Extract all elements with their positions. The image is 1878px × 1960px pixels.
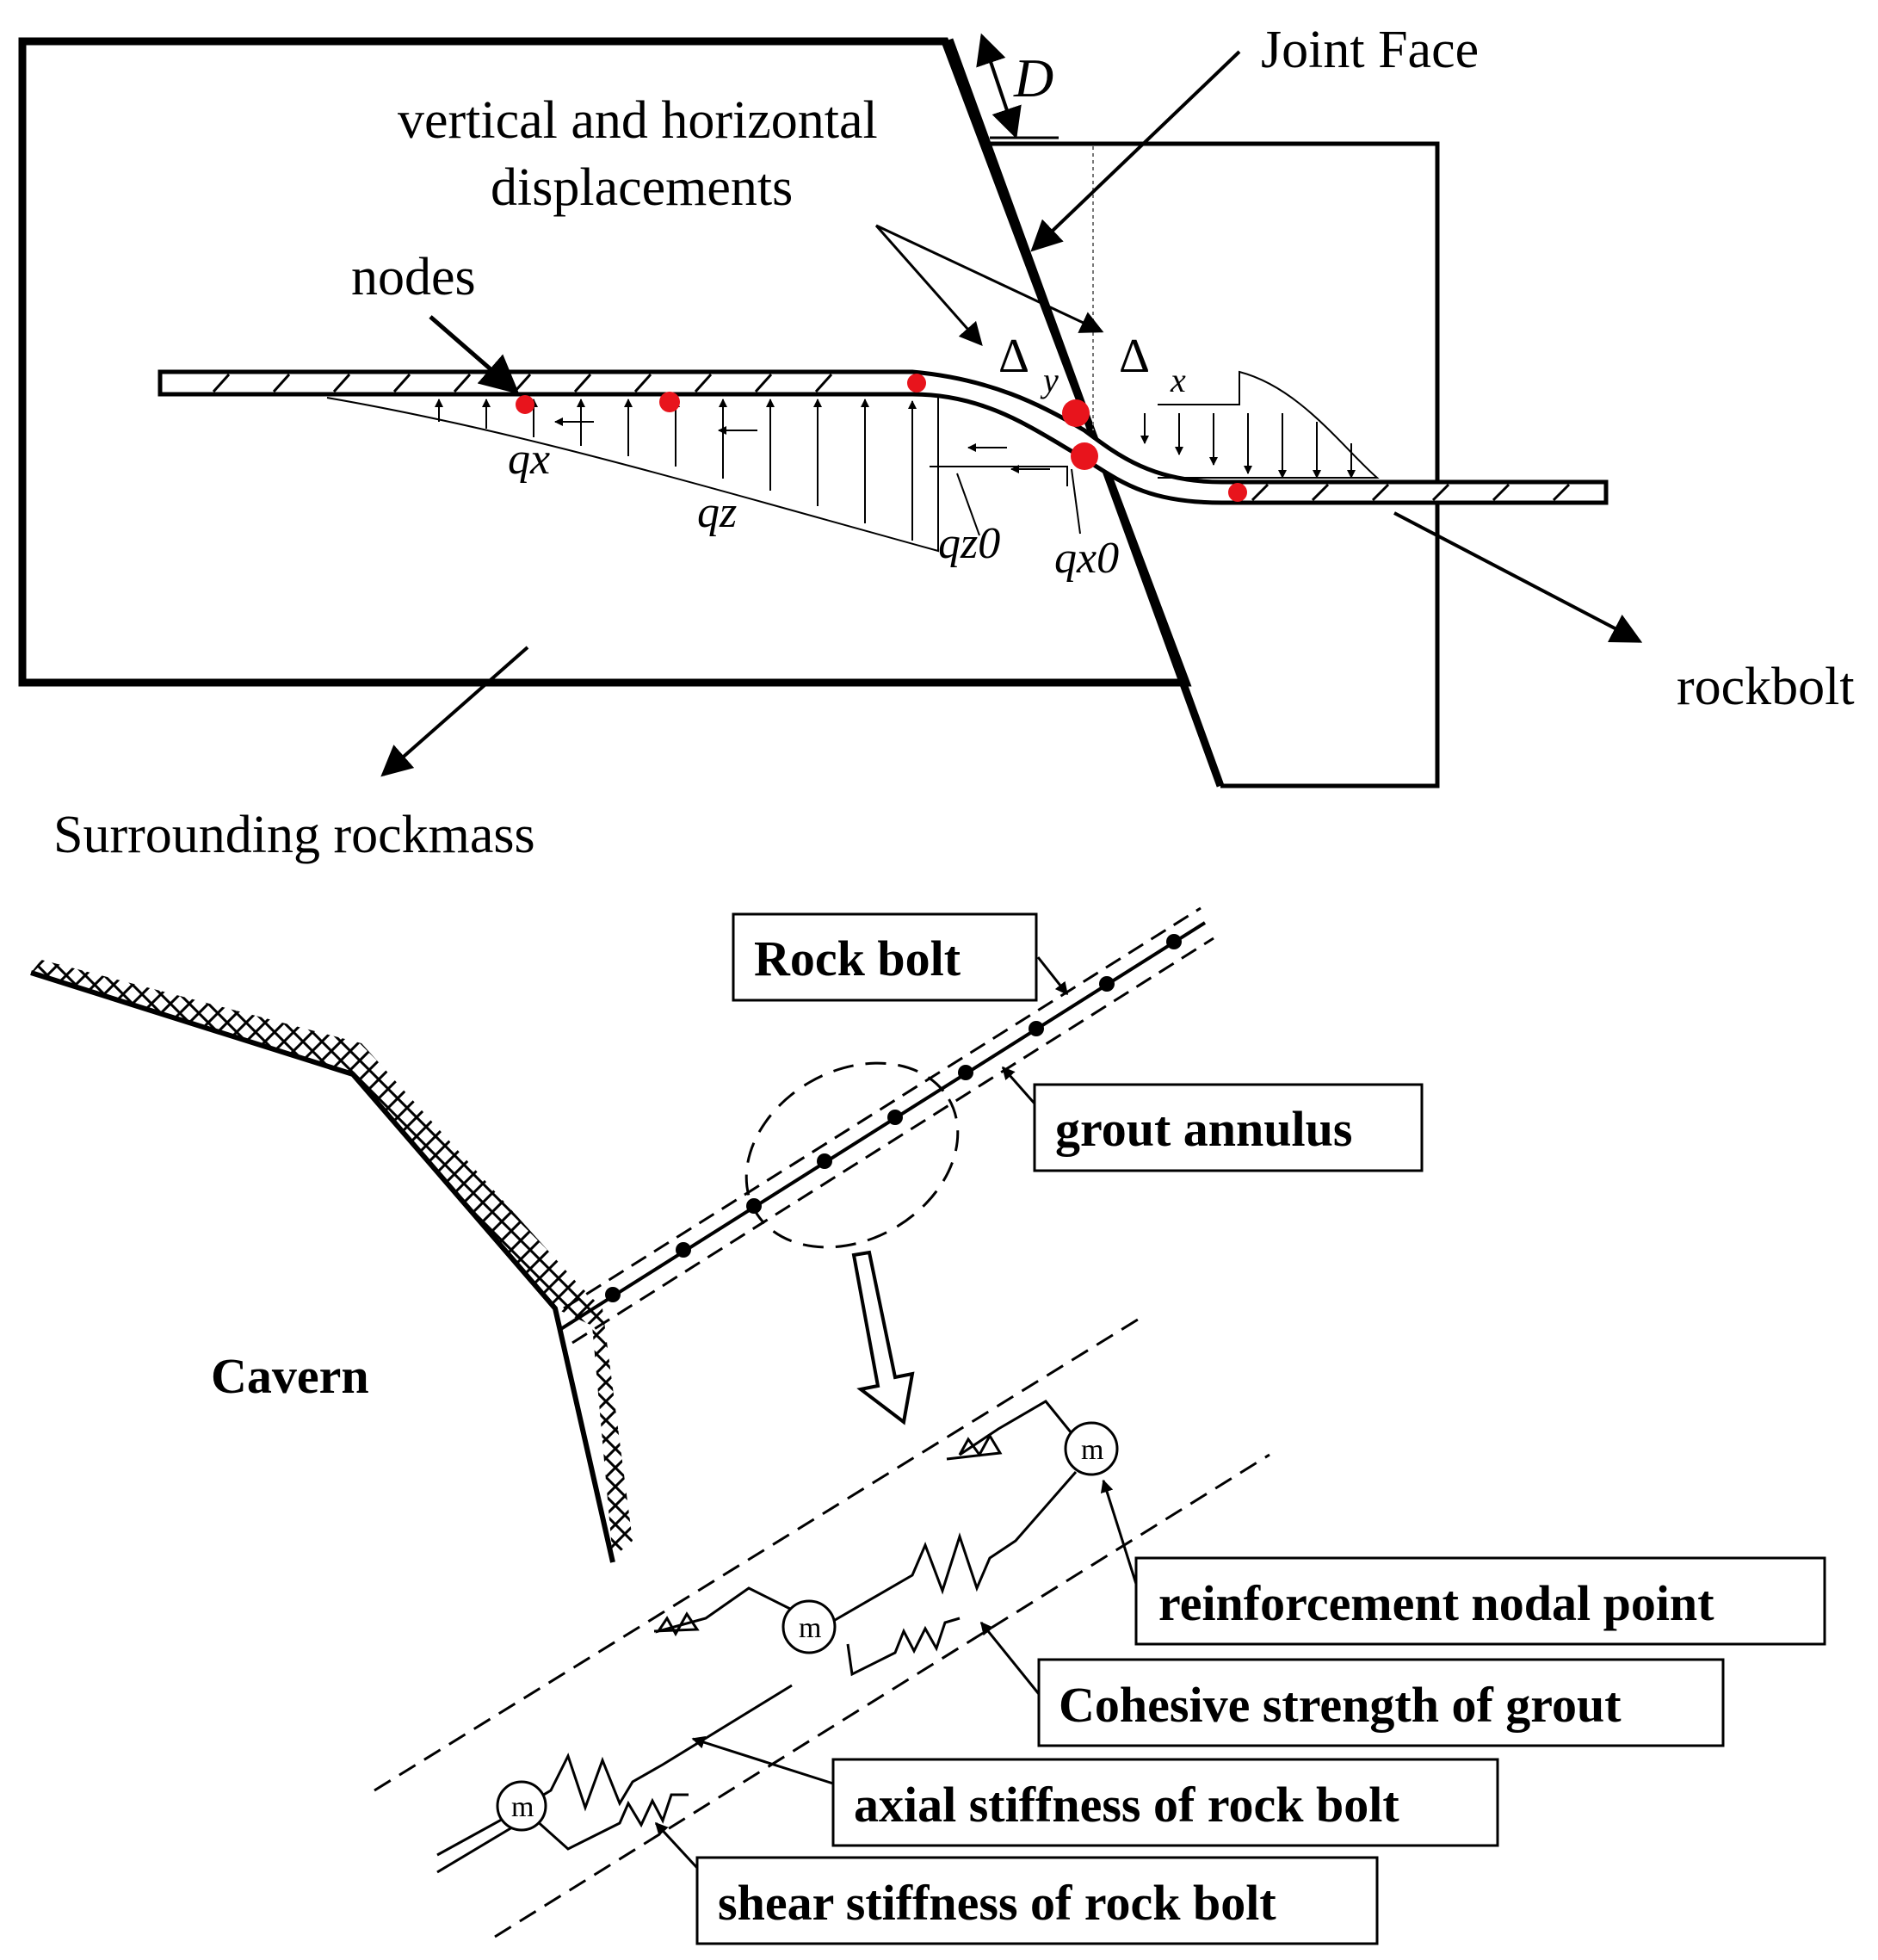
- model-dashed-lower: [494, 1453, 1270, 1938]
- cohesive-spring-upper-left: [653, 1586, 793, 1637]
- qz-arrows: [435, 399, 917, 541]
- qz0-label: qz0: [938, 519, 1000, 568]
- rockbolt-shape: [158, 369, 1609, 505]
- displacements-label-line2: displacements: [491, 158, 793, 217]
- delta-x-sub: x: [1170, 361, 1186, 399]
- axial-spring-lower: [436, 1684, 793, 1857]
- joint-face-label: Joint Face: [1261, 21, 1479, 79]
- shear-box: [695, 1856, 1379, 1945]
- top-panel: D: [18, 21, 1855, 864]
- rock-bolt-pointer: [1036, 956, 1069, 996]
- delta-y-sub: y: [1040, 361, 1059, 399]
- qx0-arrow: [1071, 468, 1081, 535]
- cohesive-pointer: [979, 1621, 1041, 1695]
- displacements-label-line1: vertical and horizontal: [398, 91, 878, 150]
- mass-node-2: m: [781, 1599, 837, 1654]
- cohesive-label: Cohesive strength of grout: [1059, 1677, 1622, 1733]
- qz-envelope: [326, 397, 939, 553]
- axial-spring-upper: [830, 1471, 1078, 1624]
- mass-node-3: m: [1064, 1421, 1119, 1476]
- bolt-node-dots: [605, 934, 1182, 1302]
- qx-label: qx: [508, 435, 550, 484]
- qx0-label: qx0: [1054, 534, 1119, 583]
- d-dimension-arrow: [976, 33, 1022, 139]
- cohesive-spring-top: [946, 1400, 1073, 1461]
- rock-bolt-line: [558, 921, 1207, 1332]
- rock-block-right: [990, 141, 1440, 788]
- node-3: [907, 374, 926, 393]
- axial-box: [831, 1758, 1499, 1847]
- disp-arrow-y: [874, 225, 983, 347]
- axial-label: axial stiffness of rock bolt: [854, 1777, 1399, 1833]
- bolt-nodes: [516, 374, 1247, 502]
- rock-bolt-label: Rock bolt: [754, 931, 961, 986]
- cavern-label: Cavern: [211, 1348, 369, 1404]
- zoom-ellipse: [744, 1061, 960, 1249]
- qz0-envelope: [930, 466, 1068, 486]
- nodal-point-pointer: [1100, 1479, 1138, 1585]
- rockbolt-arrow: [1393, 511, 1643, 643]
- model-dashed-upper: [374, 1314, 1146, 1792]
- mass-label-1: m: [511, 1791, 534, 1823]
- mass-node-1: m: [496, 1780, 547, 1832]
- mass-label-3: m: [1081, 1434, 1103, 1466]
- right-envelope: [1158, 370, 1380, 479]
- delta-x-symbol: Δ: [1119, 330, 1150, 383]
- shear-label: shear stiffness of rock bolt: [718, 1875, 1276, 1931]
- node-2: [659, 392, 680, 412]
- axial-pointer: [691, 1735, 834, 1785]
- qx-arrows: [554, 417, 1050, 473]
- right-load-arrows: [1140, 413, 1356, 479]
- nodal-point-label: reinforcement nodal point: [1158, 1575, 1714, 1631]
- grout-annulus-label: grout annulus: [1055, 1101, 1352, 1157]
- grout-annulus-pointer: [1001, 1066, 1036, 1104]
- surrounding-rockmass-label: Surrounding rockmass: [53, 806, 535, 864]
- shear-spring-lower: [525, 1793, 689, 1851]
- rockmass-arrow: [380, 646, 529, 777]
- mass-label-2: m: [799, 1612, 821, 1644]
- nodes-label: nodes: [351, 248, 476, 306]
- node-4: [1062, 399, 1090, 427]
- qz-label: qz: [697, 488, 737, 537]
- cohesive-spring-middle: [846, 1617, 961, 1677]
- node-1: [516, 395, 534, 414]
- rockbolt-hatching: [212, 373, 1571, 502]
- rockbolt-label: rockbolt: [1677, 658, 1855, 716]
- qz0-arrow: [956, 473, 980, 536]
- grout-dashed-upper: [563, 906, 1202, 1310]
- grout-dashed-lower: [571, 937, 1214, 1345]
- zoom-hollow-arrow: [851, 1250, 915, 1425]
- nodal-point-box: [1134, 1556, 1826, 1646]
- grout-annulus-box: [1033, 1083, 1424, 1172]
- shear-pointer: [654, 1821, 699, 1870]
- node-5: [1071, 442, 1098, 470]
- cavern-wall-hatch: [31, 960, 633, 1558]
- node-6: [1228, 483, 1247, 502]
- disp-arrow-x: [875, 224, 1104, 333]
- bottom-panel: Cavern m: [30, 906, 1826, 1945]
- nodes-arrow: [429, 315, 520, 394]
- rock-bolt-box: [732, 912, 1038, 1002]
- delta-y-symbol: Δ: [998, 330, 1029, 383]
- d-label: D: [1013, 47, 1053, 108]
- lower-tail: [436, 1823, 517, 1874]
- joint-face-arrow: [1030, 50, 1241, 252]
- cavern-wall-line: [30, 970, 615, 1563]
- cohesive-box: [1037, 1658, 1725, 1747]
